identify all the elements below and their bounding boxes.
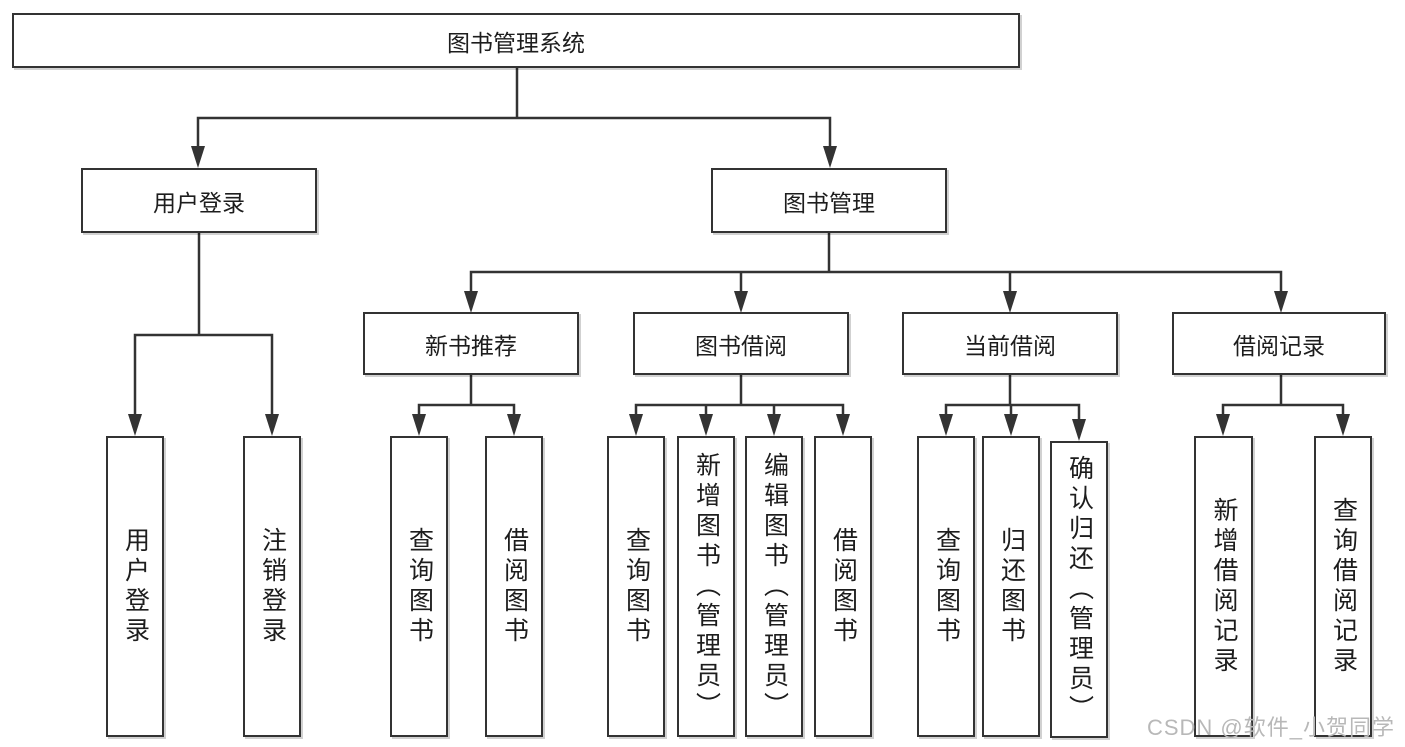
csdn-watermark: CSDN @软件_小贺同学 [1146,715,1395,740]
node-user-login: 用户登录 [81,168,317,233]
leaf-add-book-admin: 新增图书（管理员） [677,436,735,737]
leaf-confirm-return-admin: 确认归还（管理员） [1050,441,1108,738]
leaf-return-book: 归还图书 [982,436,1040,737]
leaf-query-books-3: 查询图书 [917,436,975,737]
leaf-edit-book-admin: 编辑图书（管理员） [745,436,803,737]
leaf-borrow-books-1: 借阅图书 [485,436,543,737]
leaf-query-books-2: 查询图书 [607,436,665,737]
leaf-add-borrow-record: 新增借阅记录 [1194,436,1253,737]
leaf-user-login: 用户登录 [106,436,164,737]
node-root-system: 图书管理系统 [12,13,1020,68]
node-new-book-recommend: 新书推荐 [363,312,579,375]
node-book-management: 图书管理 [711,168,947,233]
leaf-borrow-books-2: 借阅图书 [814,436,872,737]
leaf-query-books-1: 查询图书 [390,436,448,737]
node-borrow-records: 借阅记录 [1172,312,1386,375]
node-book-borrow: 图书借阅 [633,312,849,375]
leaf-query-borrow-record: 查询借阅记录 [1314,436,1372,737]
leaf-logout: 注销登录 [243,436,301,737]
node-current-borrow: 当前借阅 [902,312,1118,375]
